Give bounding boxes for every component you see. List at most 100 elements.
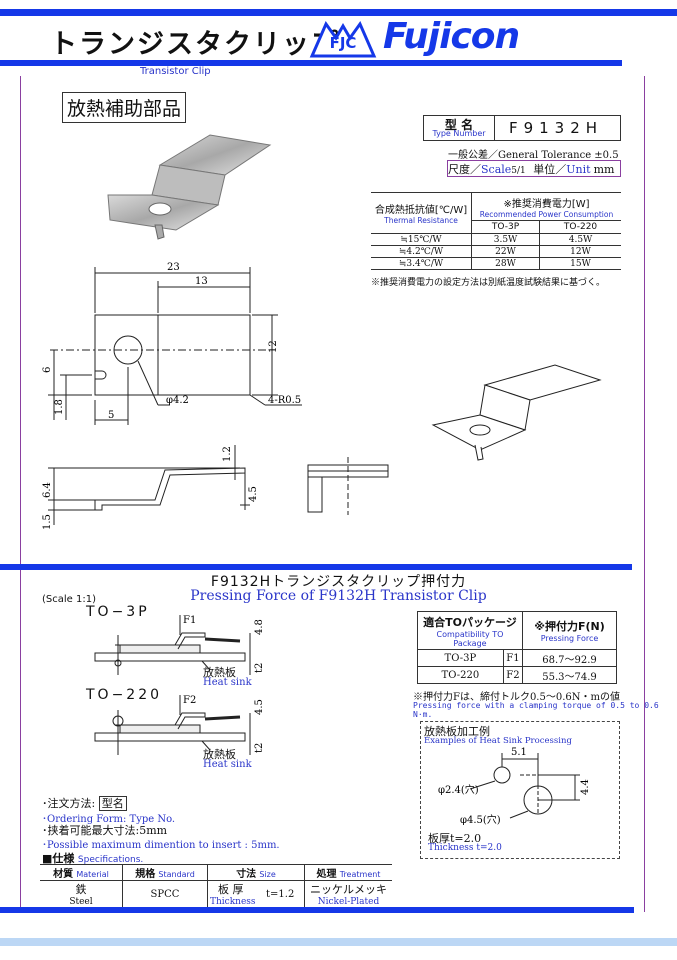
order-method-en: ･Ordering Form: Type No. <box>42 814 176 825</box>
section2-title-en: Pressing Force of F9132H Transistor Clip <box>190 588 487 604</box>
spec-h-material-en: Material <box>76 870 109 879</box>
unit-label-jp: 単位／ <box>533 163 567 176</box>
order-method-box: 型名 <box>98 796 127 811</box>
processing-thickness-jp: 板厚t=2.0 <box>428 832 482 845</box>
spec-h-standard-jp: 規格 <box>135 869 156 880</box>
spec-h-size-en: Size <box>259 870 276 879</box>
heatsink-label-jp-1: 放熱板 <box>203 666 236 679</box>
spec-h-material-jp: 材質 <box>53 869 74 880</box>
to220-assembly-drawing: F2 4.5 t2 <box>94 695 265 755</box>
thermal-col2-jp: ※推奨消費電力[W] <box>503 198 590 210</box>
spec-treat-jp: ニッケルメッキ <box>310 883 387 896</box>
dim-1-5: 1.5 <box>42 514 53 530</box>
type-number-box: 型 名 Type Number F9132H <box>423 115 621 141</box>
page-title: トランジスタクリップ <box>50 29 340 60</box>
thermal-b-2: 15W <box>570 258 591 269</box>
thermal-a-1: 22W <box>471 245 541 258</box>
fjc-logo: FJC <box>309 18 377 58</box>
dim-t2-b: t2 <box>254 743 265 753</box>
spec-treat-en: Nickel-Plated <box>317 897 380 907</box>
dim-6: 6 <box>42 367 53 373</box>
spec-standard: SPCC <box>122 880 208 908</box>
thermal-a-2: 28W <box>471 257 541 270</box>
dim-5: 5 <box>108 410 114 421</box>
section-label: 放熱補助部品 <box>62 92 187 123</box>
force-f-0: F1 <box>503 649 524 667</box>
dim-4-4: 4.4 <box>580 779 591 795</box>
side-view-drawing: 1.2 6.4 4.5 1.5 <box>42 445 259 530</box>
brand-logo: Fujicon <box>383 16 520 57</box>
spec-size-en: Thickness <box>210 897 256 907</box>
section2-bar-top <box>0 564 632 570</box>
order-max-en: ･Possible maximum dimention to insert : … <box>42 840 280 851</box>
clip-photo-illustration <box>107 134 272 240</box>
tolerance-text: 一般公差／General Tolerance ±0.5 <box>448 150 619 161</box>
unit-value: mm <box>593 163 615 176</box>
page-frame <box>20 76 645 912</box>
to3p-assembly-drawing: F1 4.8 t2 <box>94 615 265 675</box>
processing-box <box>420 721 620 859</box>
subtitle: Transistor Clip <box>140 66 211 77</box>
spec-table: 材質 Material 規格 Standard 寸法 Size 処理 Treat… <box>40 864 392 908</box>
thermal-a-0: 3.5W <box>471 233 541 246</box>
dim-12: 12 <box>268 340 279 353</box>
spec-size-jp: 板 厚 <box>218 883 244 896</box>
force-pkg-0: TO-3P <box>417 649 504 667</box>
force-note-jp: ※押付力Fは、締付トルク0.5～0.6N・mの値 <box>413 692 620 703</box>
order-max-jp: ･挟着可能最大寸法:5mm <box>42 824 168 837</box>
processing-title-en: Examples of Heat Sink Processing <box>424 736 572 746</box>
thermal-table: 合成熱抵抗値[℃/W] Thermal Resistance ※推奨消費電力[W… <box>371 192 621 270</box>
spec-h-size-jp: 寸法 <box>236 869 257 880</box>
spec-title: ■仕様 Specifications. <box>42 850 143 866</box>
to220-label: TO−220 <box>86 687 163 703</box>
dim-13: 13 <box>195 276 208 287</box>
heatsink-label-en-1: Heat sink <box>203 677 252 688</box>
thermal-pkg-to220: TO-220 <box>563 222 598 232</box>
spec-material-en: Steel <box>69 897 93 907</box>
heatsink-label-jp-2: 放熱板 <box>203 748 236 761</box>
force-h1-en: Compatibility TO Package <box>436 629 504 648</box>
dim-4-8: 4.8 <box>254 619 265 635</box>
footer-light-band <box>0 938 677 946</box>
fjc-badge-text: FJC <box>329 34 357 52</box>
section2-title-jp: F9132Hトランジスタクリップ押付力 <box>210 574 467 590</box>
dim-t2-a: t2 <box>254 663 265 673</box>
f2-label: F2 <box>183 695 196 706</box>
force-v-0: 68.7～92.9 <box>542 654 597 666</box>
processing-thickness-en: Thickness t=2.0 <box>428 843 502 853</box>
spec-h-treat-en: Treatment <box>339 870 381 879</box>
spec-h-standard-en: Standard <box>158 870 195 879</box>
dim-1-8: 1.8 <box>54 399 65 415</box>
fjc-mountain-icon <box>309 20 377 58</box>
thermal-note: ※推奨消費電力の設定方法は別紙温度試験結果に基づく。 <box>371 278 606 288</box>
force-note-en: Pressing force with a clamping torque of… <box>413 701 659 719</box>
force-table: 適合TOパッケージ Compatibility TO Package ※押付力F… <box>417 611 617 684</box>
spec-title-en: Specifications. <box>77 855 144 865</box>
scale-value: 5/1 <box>511 166 526 176</box>
spec-size-value: t=1.2 <box>266 889 295 900</box>
isometric-drawing <box>431 364 602 461</box>
dim-23: 23 <box>167 262 180 273</box>
dim-4-5: 4.5 <box>248 486 259 502</box>
dim-1-2: 1.2 <box>222 446 233 462</box>
scale-label-jp: 尺度／ <box>448 163 481 176</box>
f1-label: F1 <box>183 615 196 626</box>
hole-2-4: φ2.4(穴) <box>438 783 479 796</box>
top-blue-bar <box>0 9 677 16</box>
heatsink-label-en-2: Heat sink <box>203 759 252 770</box>
thermal-col1-en: Thermal Resistance <box>384 216 458 225</box>
dim-radius: 4-R0.5 <box>268 395 301 406</box>
header-underline-bar <box>0 60 622 66</box>
unit-label-en: Unit <box>566 163 591 176</box>
order-method-jp: ･注文方法: <box>42 797 96 810</box>
spec-material-jp: 鉄 <box>75 883 87 896</box>
force-v-1: 55.3～74.9 <box>542 671 597 683</box>
thermal-r-1: ≒4.2℃/W <box>371 245 472 258</box>
dim-hole: φ4.2 <box>166 395 189 406</box>
type-label-jp: 型 名 <box>444 118 474 132</box>
thermal-pkg-to3p: TO-3P <box>471 220 541 234</box>
processing-drawing: 5.1 4.4 φ2.4(穴) φ4.5(穴) <box>438 747 591 826</box>
dim-4-5-b: 4.5 <box>254 699 265 715</box>
force-pkg-1: TO-220 <box>417 666 504 684</box>
